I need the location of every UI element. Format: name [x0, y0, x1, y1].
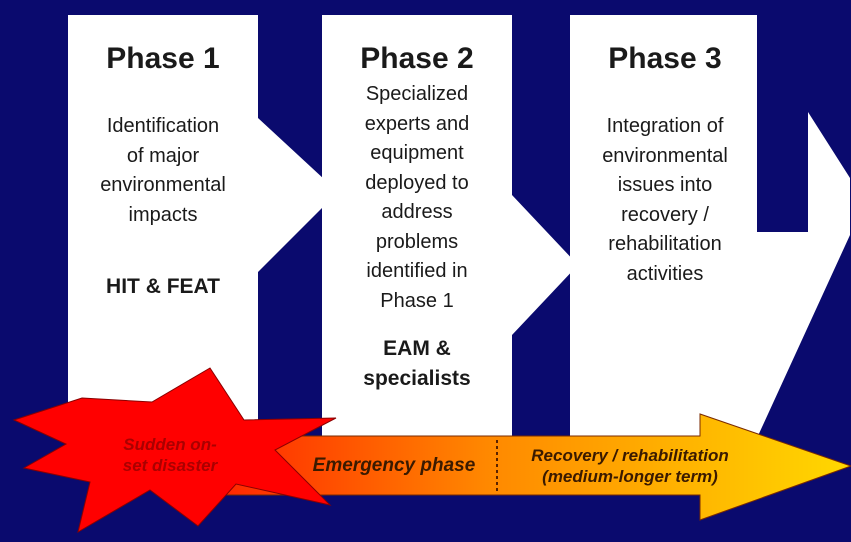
phase-2-arrow: [322, 15, 578, 438]
phase-2-team: EAM & specialists: [363, 337, 471, 390]
phase-2-title: Phase 2: [360, 42, 474, 75]
timeline-arrow: [187, 413, 851, 521]
recovery-phase-label: Recovery / rehabilitation (medium-longer…: [531, 446, 729, 486]
phase-1-column: Phase 1 Identification of major environm…: [68, 42, 258, 302]
phase-1-title: Phase 1: [106, 42, 220, 75]
phase-3-title: Phase 3: [608, 42, 722, 75]
phase-1-arrow: [68, 15, 338, 438]
phase-3-description: Integration of environmental issues into…: [602, 115, 728, 285]
phase-2-description: Specialized experts and equipment deploy…: [364, 83, 470, 312]
phase-3-column: Phase 3 Integration of environmental iss…: [570, 42, 760, 289]
phase-3-arrow: [570, 15, 850, 438]
phase-2-column: Phase 2 Specialized experts and equipmen…: [322, 42, 512, 394]
disaster-label: Sudden on- set disaster: [122, 435, 218, 475]
phase-1-team: HIT & FEAT: [106, 275, 220, 298]
disaster-burst: [12, 367, 337, 534]
phase-1-description: Identification of major environmental im…: [100, 115, 226, 226]
emergency-phase-label: Emergency phase: [312, 455, 476, 476]
